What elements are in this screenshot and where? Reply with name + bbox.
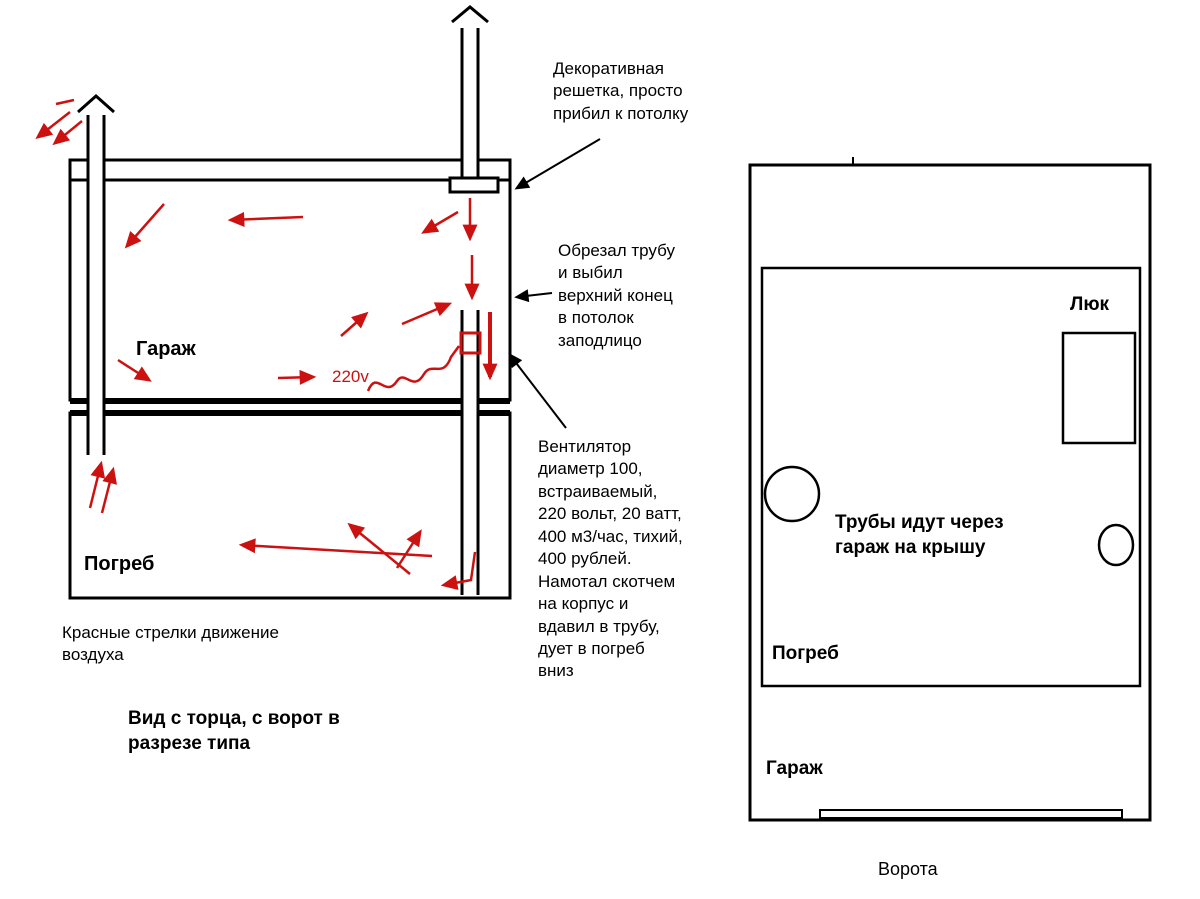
pipe-cut-leader-arrow xyxy=(514,289,553,303)
plan-hatch-label: Люк xyxy=(1070,294,1110,315)
right-pipe-rain-cap xyxy=(451,5,489,24)
section-cellar-label: Погреб xyxy=(84,553,155,575)
right-vent-pipe-lower xyxy=(460,310,480,595)
cellar-room-outline xyxy=(68,411,512,600)
fan-power-wire xyxy=(366,345,461,392)
annotation-arrows xyxy=(508,138,601,429)
air-arrow xyxy=(55,98,75,106)
air-arrow xyxy=(347,522,411,575)
plan-cellar-label: Погреб xyxy=(772,643,839,664)
air-arrow xyxy=(100,466,117,514)
section-view xyxy=(68,5,512,600)
plan-gate-line xyxy=(819,809,1123,819)
air-arrow xyxy=(35,111,71,140)
plan-hatch-outline xyxy=(1061,331,1137,445)
air-arrow xyxy=(340,311,369,337)
fan-note: Вентилятор диаметр 100, встраиваемый, 22… xyxy=(538,437,683,681)
decorative-grille xyxy=(448,176,500,194)
air-arrow xyxy=(401,302,453,326)
pipe-cut-note: Обрезал трубу и выбил верхний конец в по… xyxy=(558,241,675,350)
air-arrow xyxy=(238,538,433,558)
plan-left-pipe-circle xyxy=(763,465,821,523)
plan-garage-outline xyxy=(748,163,1152,822)
fan-leader-arrow xyxy=(508,352,567,429)
voltage-label: 220v xyxy=(332,367,369,386)
air-arrow xyxy=(277,369,317,385)
left-vent-pipe xyxy=(77,93,115,455)
fan-symbol xyxy=(459,331,482,355)
air-arrow xyxy=(88,460,106,509)
air-arrow xyxy=(117,358,152,382)
plan-view xyxy=(748,157,1152,822)
plan-right-pipe-circle xyxy=(1097,523,1135,567)
grille-note: Декоративная решетка, просто прибил к по… xyxy=(553,59,689,123)
air-flow-arrows xyxy=(35,98,480,590)
plan-garage-label: Гараж xyxy=(766,758,823,779)
section-garage-label: Гараж xyxy=(136,338,196,360)
air-arrow xyxy=(395,529,422,569)
left-pipe-rain-cap xyxy=(77,93,115,114)
grille-leader-arrow xyxy=(514,138,601,190)
red-arrows-legend: Красные стрелки движение воздуха xyxy=(62,623,279,665)
fan-group xyxy=(366,312,498,392)
air-arrow xyxy=(52,120,83,146)
plan-gate-label: Ворота xyxy=(878,859,938,879)
air-arrow xyxy=(227,211,304,227)
right-vent-pipe-upper xyxy=(451,5,489,180)
plan-pipes-note: Трубы идут через гараж на крышу xyxy=(835,512,1004,559)
air-arrow xyxy=(421,210,459,234)
garage-room-outline xyxy=(68,158,512,402)
section-view-caption: Вид с торца, с ворот в разрезе типа xyxy=(128,708,340,755)
plan-cellar-outline xyxy=(760,266,1142,688)
air-arrow xyxy=(124,203,165,249)
air-arrow xyxy=(440,551,477,590)
